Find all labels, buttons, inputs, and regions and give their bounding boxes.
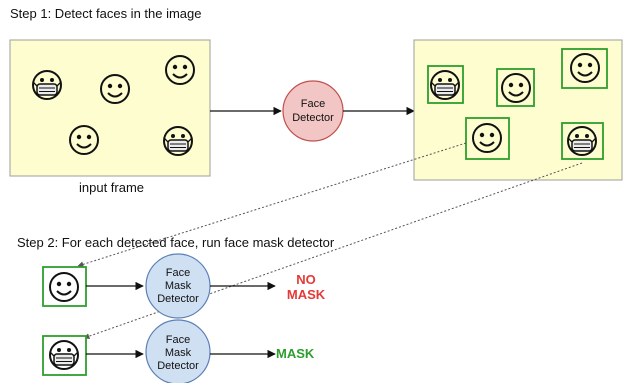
detection-box bbox=[427, 65, 464, 104]
mask-detector-label: Detector bbox=[157, 293, 199, 305]
step2-heading: Step 2: For each detected face, run face… bbox=[17, 235, 335, 250]
face-detector-node bbox=[282, 80, 344, 142]
mask-detector-node bbox=[145, 319, 211, 383]
output-frame bbox=[413, 39, 623, 181]
detection-box bbox=[465, 117, 510, 160]
mask-detector-label: Mask bbox=[165, 280, 192, 292]
mask-detector-label: Detector bbox=[157, 360, 199, 372]
input-frame-caption: input frame bbox=[79, 180, 145, 195]
face-detector-label: Face bbox=[301, 98, 325, 110]
mask-detector-label: Face bbox=[166, 267, 190, 279]
detection-box bbox=[561, 122, 604, 160]
input-frame bbox=[9, 39, 211, 177]
mask-detector-label: Mask bbox=[165, 347, 192, 359]
mask-detector-label: Face bbox=[166, 334, 190, 346]
no-mask-result-line: NO bbox=[296, 272, 316, 287]
mask-result: MASK bbox=[276, 346, 315, 361]
no-mask-result: NO MASK bbox=[276, 272, 336, 302]
detection-box bbox=[496, 68, 535, 107]
no-mask-result-line: MASK bbox=[286, 287, 326, 302]
step1-heading: Step 1: Detect faces in the image bbox=[10, 6, 202, 21]
detection-box bbox=[561, 48, 608, 89]
face-detector-label: Detector bbox=[292, 112, 334, 124]
